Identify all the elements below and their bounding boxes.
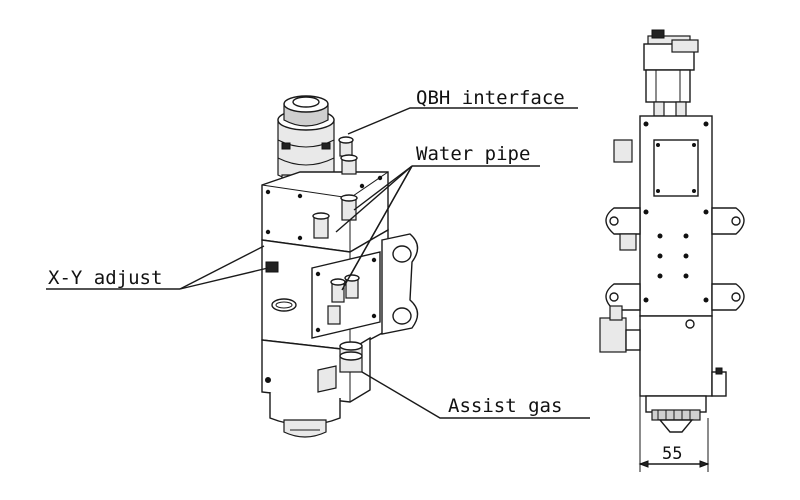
- middle-block: [261, 228, 419, 351]
- front-lower: [599, 305, 727, 433]
- xy-adjust-callout: X-Y adjust: [46, 245, 269, 290]
- water-pipe-callout: Water pipe: [335, 143, 540, 291]
- width-dimension-label: 55: [662, 444, 682, 464]
- qbh-interface-label: QBH interface: [416, 87, 565, 109]
- front-main-body: [639, 115, 713, 317]
- lower-block: [261, 336, 371, 438]
- xy-adjust-label: X-Y adjust: [48, 267, 162, 289]
- water-pipe-label: Water pipe: [416, 143, 530, 165]
- front-qbh-module: [643, 29, 699, 117]
- isometric-view: [261, 95, 419, 438]
- front-view: 55: [599, 29, 745, 472]
- assist-gas-label: Assist gas: [448, 395, 562, 417]
- width-dimension: 55: [638, 396, 710, 472]
- qbh-callout: QBH interface: [347, 87, 578, 135]
- assist-gas-callout: Assist gas: [361, 371, 590, 419]
- front-wings: [605, 139, 745, 311]
